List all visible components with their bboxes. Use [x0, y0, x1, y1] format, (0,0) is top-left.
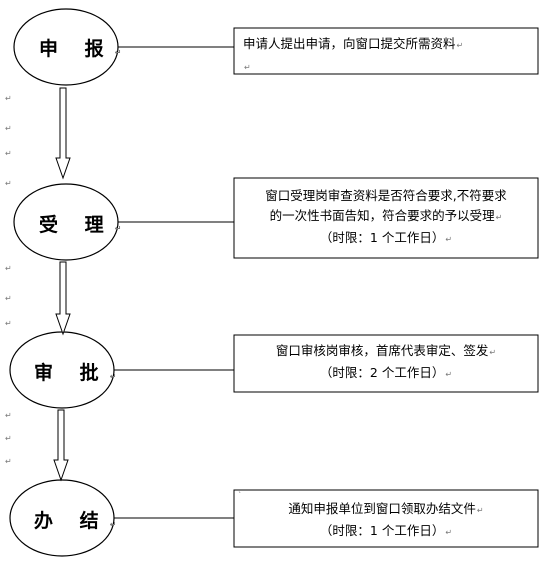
step-label-approve: 审 批↵	[34, 362, 117, 384]
paragraph-mark: ↵	[5, 294, 12, 303]
paragraph-mark: ↵	[5, 179, 12, 188]
description-line: （时限：2 个工作日）↵	[319, 365, 453, 380]
description-line: （时限：1 个工作日）↵	[319, 523, 453, 538]
paragraph-mark: ↵	[456, 41, 464, 50]
description-line: （时限：1 个工作日）↵	[319, 230, 453, 245]
description-text-accept: 窗口受理岗审查资料是否符合要求,不符要求 的一次性书面告知，符合要求的予以受理↵…	[240, 186, 532, 250]
paragraph-mark: ↵	[5, 94, 12, 103]
paragraph-mark: ↵	[114, 48, 122, 57]
paragraph-mark: ↵	[5, 457, 12, 466]
step-label-apply: 申 报↵	[39, 38, 122, 60]
description-text-approve: 窗口审核岗审核，首席代表审定、签发↵ （时限：2 个工作日）↵	[240, 341, 532, 385]
paragraph-mark: ↵	[445, 528, 453, 537]
description-line: ↵	[243, 56, 463, 78]
paragraph-mark: ↵	[5, 124, 12, 133]
description-text-complete: 通知申报单位到窗口领取办结文件↵ （时限：1 个工作日）↵	[240, 499, 532, 543]
paragraph-mark: ↵	[445, 370, 453, 379]
description-line: 通知申报单位到窗口领取办结文件↵	[288, 501, 484, 516]
paragraph-mark: ↵	[5, 411, 12, 420]
paragraph-mark: ↵	[109, 520, 117, 529]
description-line: 窗口受理岗审查资料是否符合要求,不符要求	[265, 188, 507, 203]
paragraph-mark: ↵	[489, 348, 497, 357]
flow-arrow-1	[55, 87, 71, 180]
description-line: 申请人提出申请，向窗口提交所需资料↵	[243, 36, 464, 51]
description-box-complete	[233, 489, 539, 548]
paragraph-mark: ↵	[114, 224, 122, 233]
description-line: 的一次性书面告知，符合要求的予以受理↵	[269, 208, 503, 223]
flow-arrow-2	[55, 261, 71, 336]
description-line: 窗口审核岗审核，首席代表审定、签发↵	[275, 343, 497, 358]
paragraph-mark: ↵	[5, 434, 12, 443]
description-text-apply: 申请人提出申请，向窗口提交所需资料↵ ↵	[243, 34, 463, 78]
description-box-approve	[233, 334, 539, 393]
flow-arrow-3	[53, 409, 69, 482]
paragraph-mark: ↵	[5, 149, 12, 158]
description-box-apply	[233, 27, 539, 75]
step-label-accept: 受 理↵	[39, 214, 122, 236]
paragraph-mark: ↵	[476, 506, 484, 515]
paragraph-mark: ↵	[445, 235, 453, 244]
step-label-complete: 办 结↵	[34, 510, 117, 532]
paragraph-mark: ↵	[495, 213, 503, 222]
paragraph-mark: ↵	[109, 372, 117, 381]
stray-mark: `	[238, 491, 242, 500]
paragraph-mark: ↵	[5, 319, 12, 328]
paragraph-mark: ↵	[244, 63, 251, 72]
description-box-accept	[233, 177, 539, 259]
paragraph-mark: ↵	[5, 264, 12, 273]
